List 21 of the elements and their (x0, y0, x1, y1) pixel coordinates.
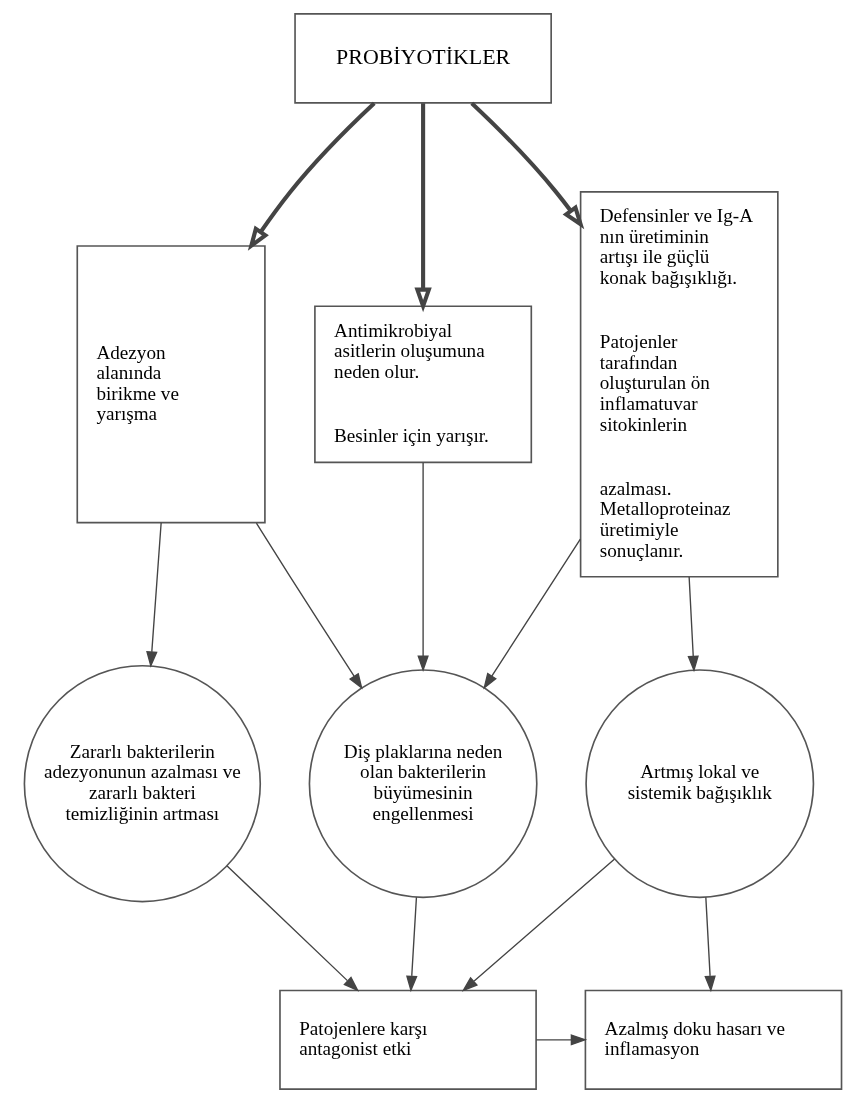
node-box: PROBİYOTİKLER (294, 13, 552, 104)
arrow (535, 1034, 588, 1046)
arrow (406, 896, 418, 993)
node-box: Patojenlere karşı antagonist etki (279, 989, 537, 1090)
arrow (417, 461, 429, 672)
arrow (470, 101, 585, 230)
arrow (255, 522, 363, 690)
arrow (247, 101, 376, 251)
node-circle: Artmış lokal ve sistemik bağışıklık (585, 669, 815, 899)
node-box: Adezyon alanında birikme ve yarışma (76, 245, 266, 524)
arrow (704, 896, 716, 993)
arrow (461, 858, 616, 992)
node-box: Azalmış doku hasarı ve inflamasyon (584, 989, 843, 1090)
arrow (687, 576, 699, 673)
node-box: Antimikrobiyal asitlerin oluşumuna neden olur. Besinler için yarışır. (314, 305, 533, 464)
arrow (414, 103, 432, 313)
node-circle: Zararlı bakterilerin adezyonunun azalması ve zararlı bakteri temizliğinin artması (23, 664, 262, 903)
arrow (146, 522, 162, 668)
arrow (226, 865, 360, 992)
arrow (483, 538, 582, 690)
node-box: Defensinler ve Ig-A nın üretiminin artışı ile güçlü konak bağışıklığı. Patojenler tarafından oluşturulan ön inflamatuvar sitokinlerin azalması. Metalloproteinaz üretimiyle sonuçlanır. (579, 191, 779, 578)
